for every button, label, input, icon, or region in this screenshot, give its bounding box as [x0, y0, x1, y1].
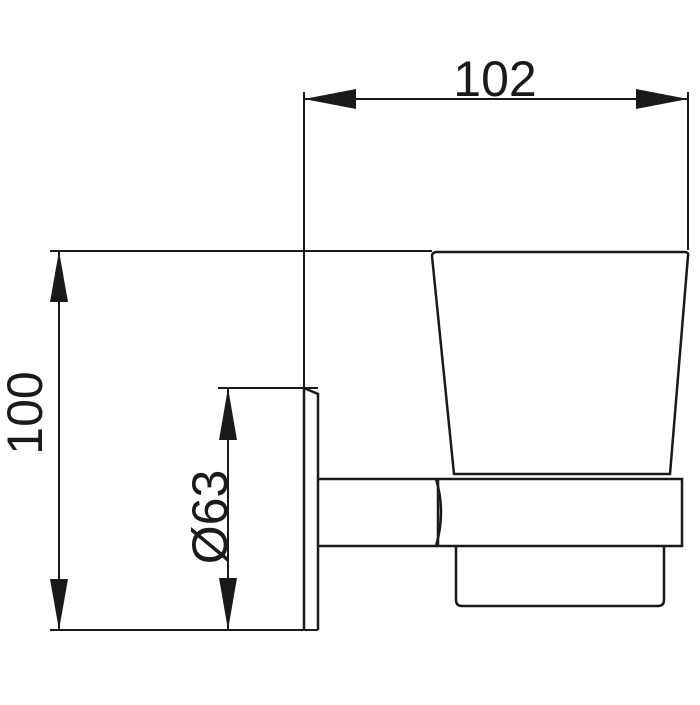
width-arrow-right	[636, 89, 688, 109]
height-dimension: 100	[0, 250, 432, 631]
wall-mount-plate	[302, 386, 320, 630]
mount-plate-outline	[303, 386, 320, 630]
diameter-arrow-bottom	[219, 578, 237, 630]
height-arrow-bottom	[50, 579, 68, 630]
tumbler-cup	[430, 250, 690, 608]
cup-upper-body	[430, 250, 690, 476]
width-label: 102	[453, 51, 536, 107]
cup-lower-body	[454, 546, 666, 608]
diameter-dimension: Ø63	[182, 387, 318, 630]
holder-arm	[318, 477, 443, 548]
diameter-arrow-top	[219, 388, 237, 440]
width-arrow-left	[304, 89, 356, 109]
height-arrow-top	[50, 251, 68, 302]
width-dimension: 102	[303, 51, 689, 388]
diameter-label: Ø63	[182, 470, 238, 565]
height-label: 100	[0, 371, 53, 454]
ring-holder	[436, 477, 684, 548]
